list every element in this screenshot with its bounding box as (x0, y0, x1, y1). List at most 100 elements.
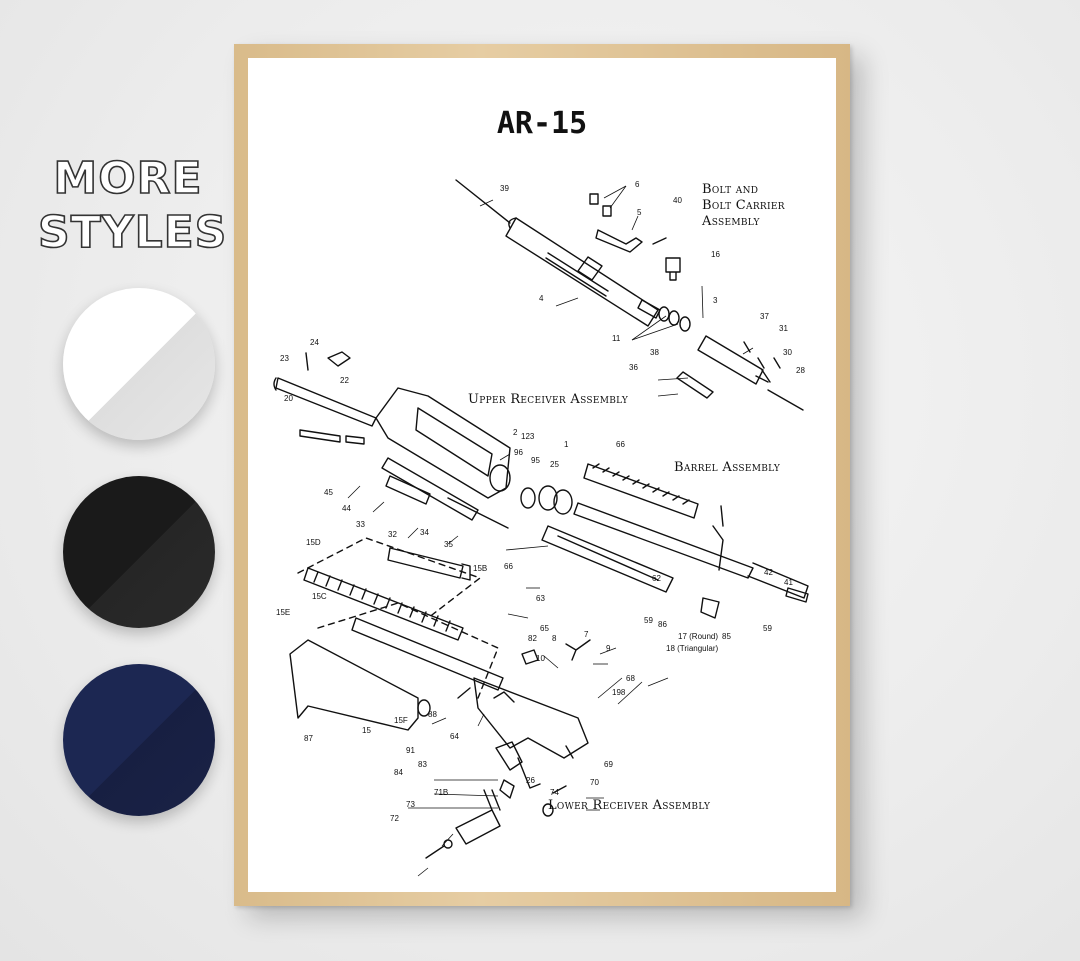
part-number: 1 (564, 440, 569, 449)
part-number: 71B (434, 788, 449, 797)
part-number: 84 (394, 768, 403, 777)
part-number: 83 (418, 760, 427, 769)
part-number: 15F (394, 716, 408, 725)
bolt-carrier-part (505, 217, 661, 327)
part-number: 34 (420, 528, 429, 537)
handguard-lower-part (541, 525, 674, 593)
part-number: 5 (637, 208, 642, 217)
part-number: 66 (504, 562, 513, 571)
part-number: 15 (362, 726, 371, 735)
part-number: 123 (521, 432, 535, 441)
sling-swivel-part (700, 597, 720, 619)
part-number: 64 (450, 732, 459, 741)
part-number: 2 (513, 428, 518, 437)
part-number: 15B (473, 564, 488, 573)
part-number: 15D (306, 538, 321, 547)
buttstock-part (289, 639, 419, 731)
charging-handle-part (273, 351, 377, 427)
hammer-part (495, 741, 523, 771)
part-number: 59 (644, 616, 653, 625)
firing-pin-part (455, 179, 511, 224)
part-number: 30 (783, 348, 792, 357)
navy-style-swatch[interactable] (63, 664, 215, 816)
part-number: 24 (310, 338, 319, 347)
part-number: 70 (590, 778, 599, 787)
part-number: 59 (763, 624, 772, 633)
upper-receiver-assembly-label: Upper Receiver Assembly (468, 392, 629, 407)
bolt-assembly-label-line2: Bolt Carrier (702, 198, 785, 213)
poster-title: AR-15 (496, 106, 588, 141)
screw-part (602, 205, 612, 217)
barrel-assembly-label: Barrel Assembly (674, 460, 781, 475)
part-number: 68 (626, 674, 635, 683)
part-number: 32 (388, 530, 397, 539)
cam-pin-part (665, 257, 681, 281)
part-number: 95 (531, 456, 540, 465)
more-styles-line1: MORE (53, 152, 203, 205)
part-number: 96 (514, 448, 523, 457)
part-number: 11 (612, 334, 621, 343)
dashed-guide (317, 602, 499, 699)
part-number: 39 (500, 184, 509, 193)
part-number: 63 (536, 594, 545, 603)
part-number: 86 (658, 620, 667, 629)
part-number: 3 (713, 296, 718, 305)
part-number: 31 (779, 324, 788, 333)
barrel-part (573, 502, 809, 603)
part-number: 16 (711, 250, 720, 259)
part-number: 88 (428, 710, 437, 719)
trigger-group-part (521, 639, 591, 665)
part-number: 15C (312, 592, 327, 601)
wooden-frame: AR-15 (234, 44, 850, 906)
part-number: 33 (356, 520, 365, 529)
part-number: 17 (Round) (678, 632, 719, 641)
lower-receiver-assembly-label: Lower Receiver Assembly (548, 798, 711, 813)
lower-receiver-part (473, 677, 589, 789)
black-style-swatch[interactable] (63, 476, 215, 628)
more-styles-heading: MORE STYLES (37, 152, 228, 260)
part-number: 65 (540, 624, 549, 633)
action-spring-part (303, 567, 464, 641)
part-number: 42 (764, 568, 773, 577)
part-number: 4 (539, 294, 544, 303)
part-number: 74 (550, 788, 559, 797)
part-number: 35 (444, 540, 453, 549)
bolt-part (697, 335, 804, 411)
part-number: 25 (550, 460, 559, 469)
handguard-upper-part (583, 463, 699, 519)
part-number: 91 (406, 746, 415, 755)
part-number: 26 (526, 776, 535, 785)
screw-part (589, 193, 599, 205)
part-number: 36 (629, 363, 638, 372)
poster: AR-15 (248, 58, 836, 892)
receiver-extension-part (351, 617, 504, 691)
part-number: 22 (340, 376, 349, 385)
part-number: 38 (650, 348, 659, 357)
part-number: 45 (324, 488, 333, 497)
part-number: 7 (584, 630, 589, 639)
magazine-catch-part (455, 809, 501, 845)
part-number: 9 (606, 644, 611, 653)
part-number: 73 (406, 800, 415, 809)
part-number: 69 (604, 760, 613, 769)
part-number: 62 (652, 574, 661, 583)
part-number: 40 (673, 196, 682, 205)
part-number: 85 (722, 632, 731, 641)
bolt-assembly-label-line3: Assembly (702, 214, 760, 229)
bolt-assembly-label-line1: Bolt and (702, 182, 759, 197)
part-number: 37 (760, 312, 769, 321)
part-number: 8 (552, 634, 557, 643)
dust-cover-part (385, 475, 431, 505)
delta-ring-part (520, 487, 536, 509)
part-number: 18 (Triangular) (666, 644, 719, 653)
white-style-swatch[interactable] (63, 288, 215, 440)
leader-lines (347, 185, 754, 877)
more-styles-line2: STYLES (37, 206, 228, 259)
part-number: 41 (784, 578, 793, 587)
extractor-part (676, 371, 714, 399)
gas-key-part (595, 229, 643, 253)
part-number: 6 (635, 180, 640, 189)
part-number: 66 (616, 440, 625, 449)
bolt-assembly-label: Bolt and Bolt Carrier Assembly (702, 182, 785, 230)
exploded-diagram (273, 179, 809, 877)
